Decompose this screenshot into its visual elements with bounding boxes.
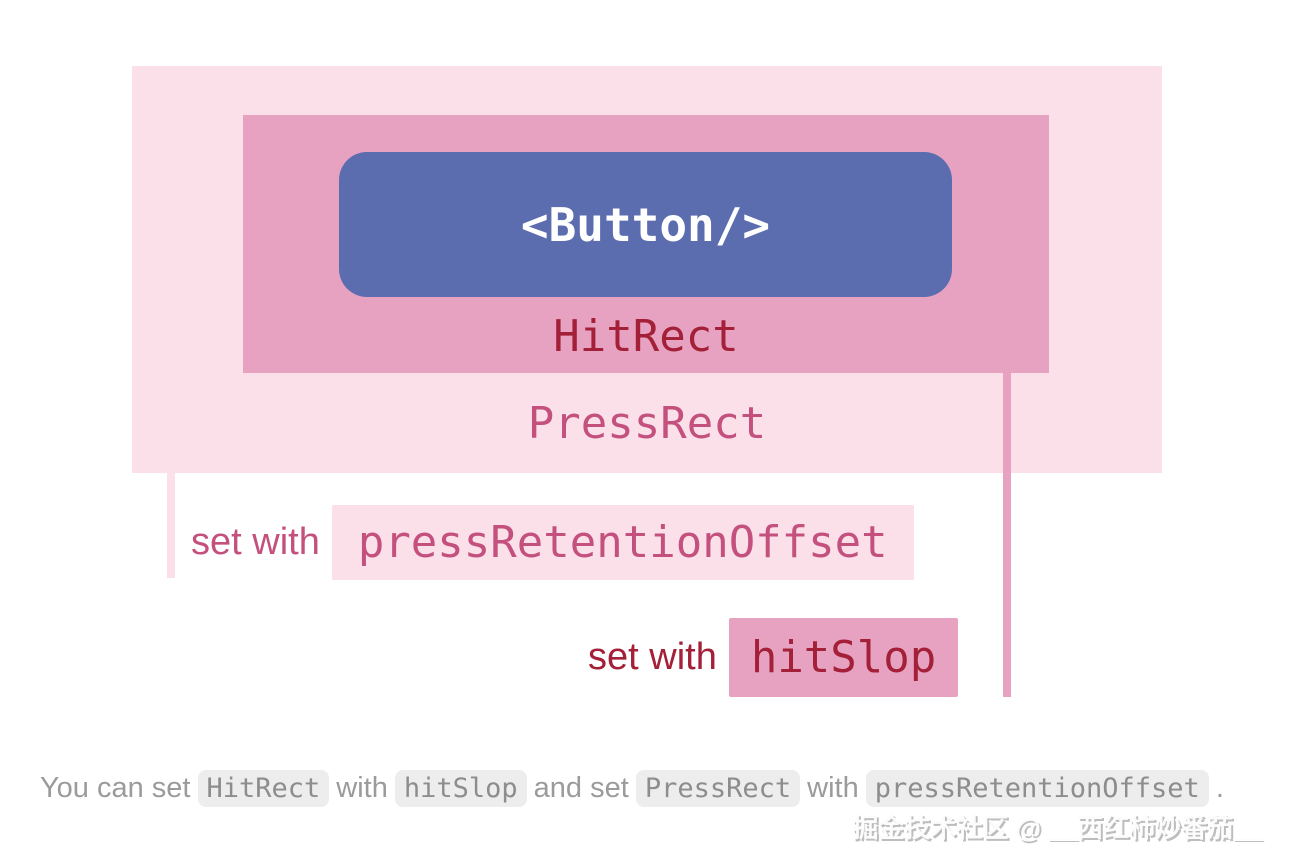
press-rect-label: PressRect	[527, 397, 767, 449]
caption-text: You can set	[40, 771, 191, 804]
caption-text: with	[336, 771, 388, 804]
button-label: <Button/>	[520, 197, 771, 252]
hit-rect-label: HitRect	[553, 311, 739, 362]
press-retention-offset-annotation: set with pressRetentionOffset	[191, 505, 914, 580]
caption-text: and set	[533, 771, 629, 804]
press-retention-offset-code: pressRetentionOffset	[331, 505, 914, 580]
annotation-prefix: set with	[191, 521, 320, 563]
caption-sentence: You can set HitRect with hitSlop and set…	[40, 766, 1224, 810]
watermark: 掘金技术社区 @ __西红柿炒番茄__	[852, 813, 1262, 843]
hit-slop-code: hitSlop	[728, 618, 959, 697]
caption-code-pressretentionoffset: pressRetentionOffset	[865, 769, 1209, 807]
caption-period: .	[1215, 771, 1224, 804]
hit-slop-connector-line	[1003, 373, 1011, 697]
hit-slop-annotation: set with hitSlop	[588, 618, 959, 697]
press-retention-offset-connector-line	[167, 473, 175, 578]
annotation-prefix: set with	[588, 636, 717, 678]
caption-text: with	[807, 771, 859, 804]
caption-code-hitrect: HitRect	[197, 769, 330, 807]
caption-code-pressrect: PressRect	[635, 769, 801, 807]
button-shape: <Button/>	[339, 152, 952, 297]
caption-code-hitslop: hitSlop	[394, 769, 527, 807]
